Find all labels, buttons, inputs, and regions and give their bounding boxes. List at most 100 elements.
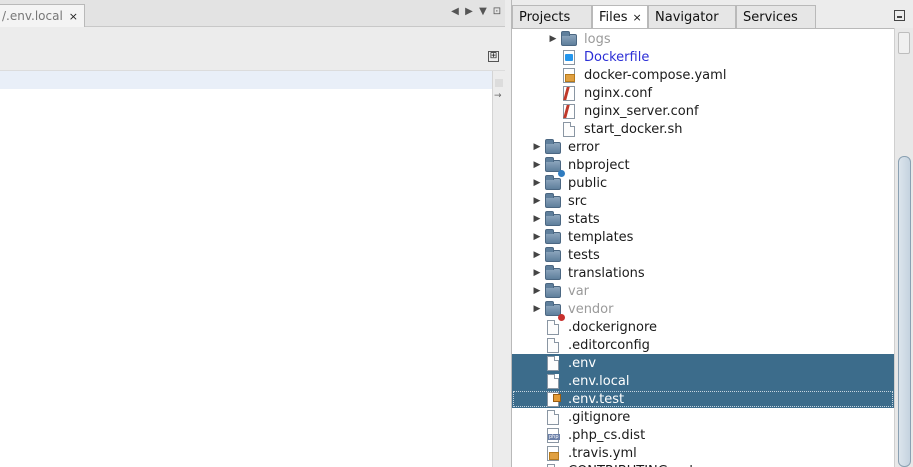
tree-row[interactable]: .dockerignore: [512, 318, 894, 336]
tree-item-label: var: [568, 283, 590, 299]
expand-arrow-icon[interactable]: ▶: [533, 268, 541, 278]
file-icon: [563, 121, 575, 137]
tree-row[interactable]: ▶ translations: [512, 264, 894, 282]
expand-arrow-icon[interactable]: ▶: [533, 178, 541, 188]
changed-icon: [547, 391, 561, 407]
tree-row[interactable]: nginx_server.conf: [512, 102, 894, 120]
tab-label: Navigator: [655, 9, 719, 25]
tree-row[interactable]: ▶ var: [512, 282, 894, 300]
editor-area: /.env.local × ◀ ▶ ▼ ⊡ ⊞ →: [0, 4, 505, 467]
tree-item-label: vendor: [568, 301, 614, 317]
scroll-up-button[interactable]: [898, 32, 910, 54]
maximize-icon[interactable]: ⊡: [492, 6, 502, 17]
tab-navigator[interactable]: Navigator: [648, 5, 736, 28]
tree-row[interactable]: Dockerfile: [512, 48, 894, 66]
tree-row[interactable]: CONTRIBUTING.md: [512, 462, 894, 467]
tree-item-label: .env.local: [568, 373, 630, 389]
tree-item-label: Dockerfile: [584, 49, 650, 65]
tree-row[interactable]: .gitignore: [512, 408, 894, 426]
folder-icon: [545, 247, 561, 262]
tree-row[interactable]: nginx.conf: [512, 84, 894, 102]
file-icon: [547, 337, 559, 353]
close-icon[interactable]: ×: [68, 9, 79, 23]
expand-arrow-icon[interactable]: ▶: [549, 34, 557, 44]
tree-item-label: CONTRIBUTING.md: [568, 464, 693, 467]
tree-item-label: nbproject: [568, 157, 630, 173]
tree-item-label: .gitignore: [568, 409, 631, 425]
current-line-highlight: [0, 71, 492, 89]
tab-label: Services: [743, 9, 798, 25]
tab-label: Files: [599, 9, 628, 25]
scrollbar-thumb[interactable]: [898, 156, 911, 467]
tree-item-label: .dockerignore: [568, 319, 658, 335]
files-panel: Projects Files × Navigator Services ▶ log…: [511, 0, 913, 467]
tree-row[interactable]: start_docker.sh: [512, 120, 894, 138]
tab-services[interactable]: Services: [736, 5, 816, 28]
tree-item-label: start_docker.sh: [584, 121, 683, 137]
editor-tab-env-local[interactable]: /.env.local ×: [0, 4, 86, 27]
tab-files[interactable]: Files ×: [592, 5, 648, 28]
tree-row[interactable]: ▶ logs: [512, 30, 894, 48]
stripe-arrow-icon: →: [494, 91, 502, 101]
tree-row[interactable]: ▶public: [512, 174, 894, 192]
tree-row[interactable]: .env: [512, 354, 894, 372]
tree-item-label: nginx_server.conf: [584, 103, 699, 119]
tree-row[interactable]: .editorconfig: [512, 336, 894, 354]
docker-icon: [563, 49, 575, 65]
tree-item-label: .editorconfig: [568, 337, 650, 353]
tree-row[interactable]: ▶ tests: [512, 246, 894, 264]
close-icon[interactable]: ×: [632, 10, 642, 24]
expand-arrow-icon[interactable]: ▶: [533, 142, 541, 152]
expand-icon[interactable]: ⊞: [488, 51, 499, 62]
tree-item-label: translations: [568, 265, 645, 281]
tree-row[interactable]: ▶templates: [512, 228, 894, 246]
expand-arrow-icon[interactable]: ▶: [533, 250, 541, 260]
vertical-scrollbar[interactable]: [894, 28, 913, 467]
folder-icon: [545, 193, 561, 208]
folder-icon: [545, 211, 561, 226]
tree-item-label: stats: [568, 211, 600, 227]
tree-item-label: error: [568, 139, 600, 155]
tree-row[interactable]: ▶src: [512, 192, 894, 210]
editor-error-stripe: →: [492, 71, 505, 467]
tree-row[interactable]: ▶ error: [512, 138, 894, 156]
editor-tab-label: /.env.local: [2, 9, 63, 23]
minimize-icon[interactable]: [894, 10, 905, 21]
tab-label: Projects: [519, 9, 571, 25]
expand-arrow-icon[interactable]: ▶: [533, 160, 541, 170]
error-badge-icon: [558, 314, 565, 321]
scroll-right-icon[interactable]: ▶: [465, 6, 473, 17]
expand-arrow-icon[interactable]: ▶: [533, 196, 541, 206]
scroll-left-icon[interactable]: ◀: [451, 6, 459, 17]
tree-item-label: logs: [584, 31, 611, 47]
tab-projects[interactable]: Projects: [512, 5, 592, 28]
tree-item-label: docker-compose.yaml: [584, 67, 727, 83]
expand-arrow-icon[interactable]: ▶: [533, 304, 541, 314]
tree-item-label: .travis.yml: [568, 445, 637, 461]
tree-row[interactable]: ▶ stats: [512, 210, 894, 228]
tree-row[interactable]: ▶ nbproject: [512, 156, 894, 177]
tree-row[interactable]: .env.test: [512, 390, 894, 408]
tree-row[interactable]: docker-compose.yaml: [512, 66, 894, 84]
tree-row[interactable]: .env.local: [512, 372, 894, 390]
tree-item-label: .env.test: [568, 391, 625, 407]
expand-arrow-icon[interactable]: ▶: [533, 232, 541, 242]
tree-item-label: .env: [568, 355, 597, 371]
folder-icon: [545, 229, 561, 244]
tree-item-label: tests: [568, 247, 600, 263]
config-icon: [563, 85, 575, 101]
tree-row[interactable]: .php_cs.dist: [512, 426, 894, 444]
tab-list-dropdown-icon[interactable]: ▼: [479, 6, 487, 17]
file-icon: [547, 373, 559, 389]
editor-text-area[interactable]: [0, 71, 492, 467]
expand-arrow-icon[interactable]: ▶: [533, 286, 541, 296]
tree-row[interactable]: ▶ vendor: [512, 300, 894, 321]
explorer-tab-bar: Projects Files × Navigator Services: [512, 5, 816, 28]
editor-toolbar: ⊞: [0, 27, 505, 71]
expand-arrow-icon[interactable]: ▶: [533, 214, 541, 224]
folder-icon: [545, 283, 561, 298]
tree-row[interactable]: .travis.yml: [512, 444, 894, 462]
info-badge-icon: [558, 170, 565, 177]
file-icon: [547, 319, 559, 335]
